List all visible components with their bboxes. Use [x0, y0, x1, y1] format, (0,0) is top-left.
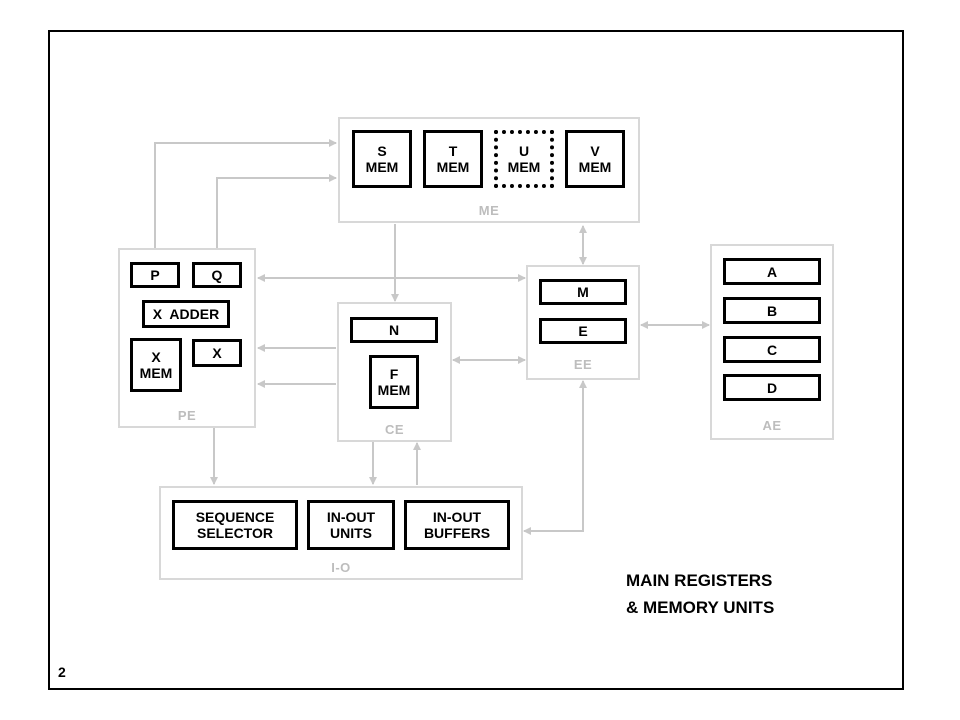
- register-m-name: M: [577, 284, 589, 300]
- register-sequence-selector-line1: SEQUENCE: [195, 509, 275, 525]
- unit-me-label: ME: [478, 203, 500, 218]
- register-in-out-buffers-line2: BUFFERS: [423, 525, 491, 541]
- register-b-name: B: [766, 302, 778, 319]
- register-e: E: [539, 318, 627, 344]
- register-x-name: X: [212, 345, 222, 361]
- register-e-name: E: [578, 323, 588, 339]
- register-in-out-units-line1: IN-OUT: [326, 509, 376, 525]
- register-p: P: [130, 262, 180, 288]
- register-n-name: N: [388, 322, 400, 338]
- register-c-name: C: [766, 341, 778, 358]
- register-a: A: [723, 258, 821, 285]
- register-in-out-buffers: IN-OUT BUFFERS: [404, 500, 510, 550]
- register-c: C: [723, 336, 821, 363]
- diagram-title-line2: & MEMORY UNITS: [626, 598, 775, 617]
- unit-ce-label: CE: [384, 422, 405, 437]
- register-v-mem-name: V: [590, 143, 600, 159]
- register-sequence-selector: SEQUENCE SELECTOR: [172, 500, 298, 550]
- register-v-mem-sub: MEM: [578, 159, 612, 175]
- register-f-mem: F MEM: [369, 355, 419, 409]
- unit-ee-label: EE: [573, 357, 593, 372]
- register-x-mem-name: X: [151, 349, 161, 365]
- register-s-mem-name: S: [377, 143, 387, 159]
- unit-ae-label: AE: [762, 418, 782, 433]
- register-f-mem-name: F: [389, 366, 399, 382]
- register-u-mem-name: U: [518, 143, 530, 159]
- register-m: M: [539, 279, 627, 305]
- unit-pe-label: PE: [177, 408, 197, 423]
- connector-pe-to-me-1: [154, 139, 337, 250]
- register-n: N: [350, 317, 438, 343]
- register-x-mem-sub: MEM: [139, 365, 173, 381]
- register-in-out-units: IN-OUT UNITS: [307, 500, 395, 550]
- register-q: Q: [192, 262, 242, 288]
- register-x-mem: X MEM: [130, 338, 182, 392]
- register-p-name: P: [150, 267, 160, 283]
- register-t-mem: T MEM: [423, 130, 483, 188]
- register-x-adder-name: X ADDER: [152, 306, 220, 322]
- register-u-mem-sub: MEM: [507, 159, 541, 175]
- register-in-out-units-line2: UNITS: [330, 525, 372, 541]
- register-d: D: [723, 374, 821, 401]
- page-number: 2: [58, 664, 66, 680]
- register-d-name: D: [766, 379, 778, 396]
- register-u-mem: U MEM: [494, 130, 554, 188]
- register-t-mem-name: T: [448, 143, 458, 159]
- register-x-adder: X ADDER: [142, 300, 230, 328]
- register-s-mem: S MEM: [352, 130, 412, 188]
- diagram-title-line1: MAIN REGISTERS: [626, 571, 773, 590]
- connector-pe-to-me-2: [216, 174, 337, 250]
- register-x: X: [192, 339, 242, 367]
- register-a-name: A: [766, 263, 778, 280]
- register-sequence-selector-line2: SELECTOR: [197, 525, 273, 541]
- unit-io-label: I-O: [331, 560, 351, 575]
- diagram-title: MAIN REGISTERS & MEMORY UNITS: [626, 567, 774, 621]
- register-q-name: Q: [211, 267, 223, 283]
- register-f-mem-sub: MEM: [377, 382, 411, 398]
- connector-ee-io: [523, 380, 587, 535]
- register-t-mem-sub: MEM: [436, 159, 470, 175]
- register-in-out-buffers-line1: IN-OUT: [432, 509, 482, 525]
- register-s-mem-sub: MEM: [365, 159, 399, 175]
- register-v-mem: V MEM: [565, 130, 625, 188]
- register-b: B: [723, 297, 821, 324]
- page-frame: [48, 30, 904, 690]
